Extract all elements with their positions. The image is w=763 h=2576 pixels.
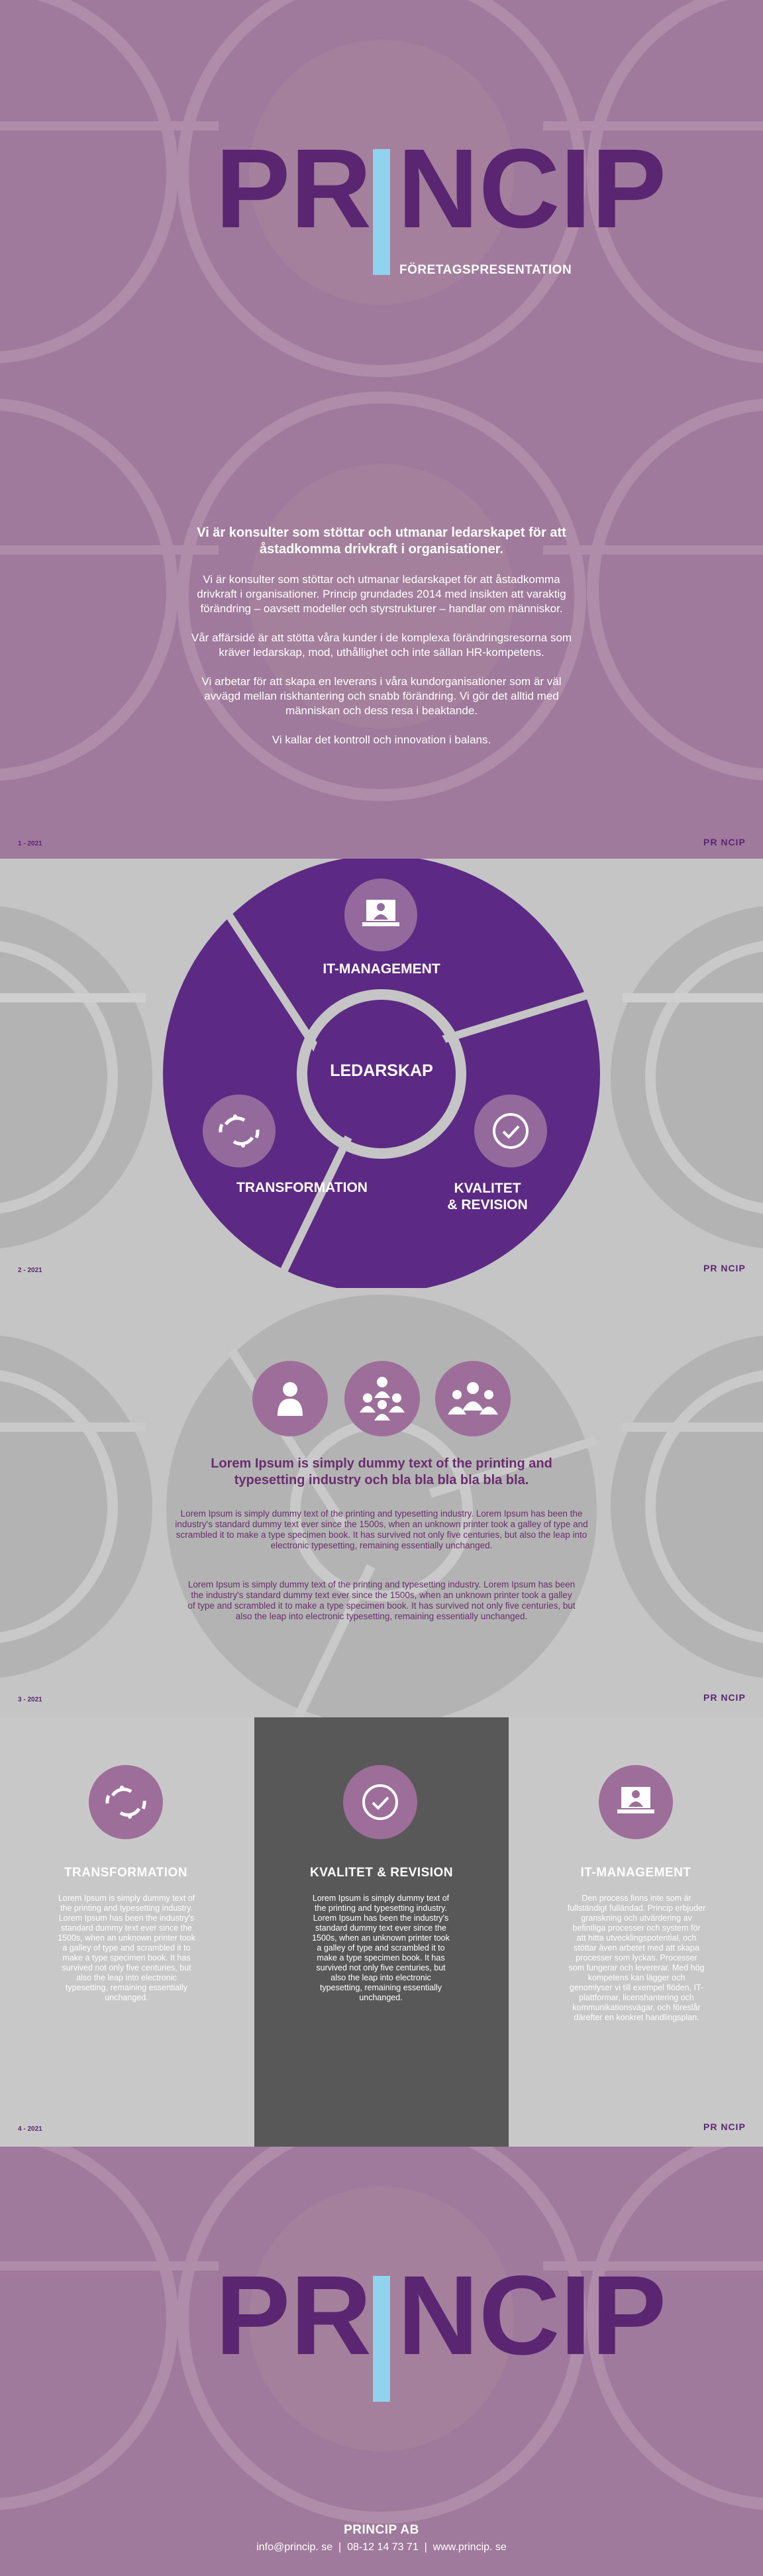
intro-paragraph: Vi kallar det kontroll och innovation i … — [272, 733, 491, 746]
company-name: PRINCIP AB — [344, 2523, 419, 2537]
intro-heading: Vi är konsulter som stöttar och utmanar … — [197, 525, 566, 557]
column-body: Lorem Ipsum is simply dummy text of the … — [312, 1894, 450, 2002]
team-icon — [435, 1361, 511, 1436]
logo-bar — [373, 2276, 390, 2402]
subtitle: FÖRETAGSPRESENTATION — [399, 263, 572, 277]
check-icon — [343, 1765, 417, 1839]
page3-paragraph-2: Lorem Ipsum is simply dummy text of the … — [187, 1580, 576, 1621]
page3-heading: Lorem Ipsum is simply dummy text of the … — [211, 1456, 552, 1487]
group-icon — [344, 1361, 420, 1436]
intro-text: Vi är konsulter som stöttar och utmanar … — [183, 525, 580, 762]
logo-left: PR — [215, 2253, 372, 2379]
lorem-page: Lorem Ipsum is simply dummy text of the … — [0, 1288, 763, 1717]
page-number: 1 - 2021 — [18, 840, 42, 847]
intro-paragraph: Vi är konsulter som stöttar och utmanar … — [197, 573, 566, 615]
column-title: IT-MANAGEMENT — [580, 1866, 691, 1880]
ledarskap-diagram — [163, 859, 600, 1288]
logo-bar — [373, 149, 390, 275]
logo-right: NCIP — [397, 2253, 667, 2379]
diagram-right-label-line1: KVALITET — [454, 1181, 521, 1196]
diagram-page: LEDARSKAP IT-MANAGEMENT TRANSFORMATION K… — [0, 859, 763, 1288]
person-icon — [252, 1361, 328, 1436]
page-number: 2 - 2021 — [18, 1267, 42, 1274]
logo: PR NCIP — [215, 2253, 666, 2405]
column-body: Den process finns inte som är fullständi… — [567, 1894, 706, 2022]
diagram-right-label: KVALITET & REVISION — [421, 1180, 554, 1213]
column-title: TRANSFORMATION — [64, 1866, 188, 1880]
services-page: TRANSFORMATION Lorem Ipsum is simply dum… — [0, 1717, 763, 2147]
footer-logo: PR NCIP — [703, 2121, 746, 2132]
footer-logo: PR NCIP — [703, 1263, 746, 1273]
cycle-icon — [89, 1765, 163, 1839]
footer-logo: PR NCIP — [703, 837, 746, 847]
logo-left: PR — [215, 126, 372, 252]
contact-line[interactable]: info@princip. se | 08-12 14 73 71 | www.… — [256, 2542, 507, 2553]
back-cover-page: PR NCIP PRINCIP AB info@princip. se | 08… — [0, 2147, 763, 2576]
logo-right: NCIP — [397, 126, 667, 252]
page-number: 3 - 2021 — [18, 1696, 42, 1703]
laptop-user-icon — [599, 1765, 673, 1839]
background-pattern — [0, 906, 763, 1249]
intro-paragraph: Vår affärsidé är att stötta våra kunder … — [191, 631, 572, 659]
diagram-center-label: LEDARSKAP — [330, 1061, 433, 1080]
column-title: KVALITET & REVISION — [309, 1866, 454, 1880]
footer-logo: PR NCIP — [703, 1692, 746, 1703]
page3-paragraph-1: Lorem Ipsum is simply dummy text of the … — [175, 1509, 588, 1550]
cover-page: PR NCIP FÖRETAGSPRESENTATION Vi är konsu… — [0, 0, 763, 859]
diagram-left-label: TRANSFORMATION — [236, 1180, 368, 1195]
logo: PR NCIP — [215, 126, 666, 278]
laptop-user-icon — [344, 879, 417, 951]
check-icon — [474, 1095, 547, 1167]
background-pattern — [0, 1295, 763, 1717]
cycle-icon — [203, 1095, 276, 1167]
diagram-right-label-line2: & REVISION — [447, 1197, 528, 1212]
page-number: 4 - 2021 — [18, 2125, 42, 2133]
intro-paragraph: Vi arbetar för att skapa en leverans i v… — [201, 675, 562, 717]
diagram-top-label: IT-MANAGEMENT — [323, 961, 440, 977]
column-body: Lorem Ipsum is simply dummy text of the … — [58, 1894, 195, 2002]
